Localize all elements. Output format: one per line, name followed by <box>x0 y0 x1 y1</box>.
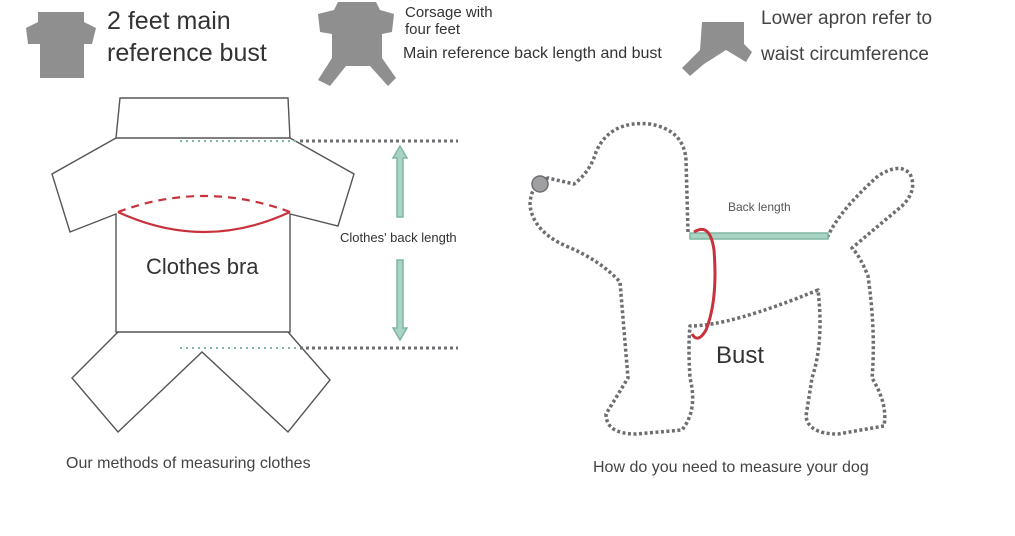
four-feet-garment-icon <box>318 2 396 86</box>
back-length-arrow <box>391 144 409 342</box>
back-length-chain-lines <box>300 139 458 350</box>
clothes-back-length-label: Clothes' back length <box>340 230 457 245</box>
header-item3-line2: waist circumference <box>761 44 929 65</box>
lower-apron-icon <box>682 22 752 76</box>
dog-caption: How do you need to measure your dog <box>593 459 869 476</box>
back-length-reference-lines <box>180 140 300 349</box>
dog-back-length-label: Back length <box>728 200 791 214</box>
clothes-caption: Our methods of measuring clothes <box>66 455 311 472</box>
two-feet-garment-icon <box>26 12 96 78</box>
dog-nose <box>531 175 549 193</box>
dog-outline <box>528 121 915 436</box>
dog-bust-line <box>690 227 717 340</box>
dog-back-length-line <box>689 232 829 240</box>
header-item2-note: Main reference back length and bust <box>403 45 662 62</box>
header-item2-line1: Corsage with <box>405 4 493 21</box>
clothes-bust-label: Clothes bra <box>146 254 259 279</box>
header-item3-line1: Lower apron refer to <box>761 8 933 29</box>
dog-bust-label: Bust <box>716 342 765 369</box>
header-item1-line1: 2 feet main <box>107 7 231 35</box>
clothes-bust-line <box>117 194 291 234</box>
header-item2-line2: four feet <box>405 21 461 38</box>
header-item1-line2: reference bust <box>107 39 267 67</box>
clothes-outline <box>51 97 355 434</box>
